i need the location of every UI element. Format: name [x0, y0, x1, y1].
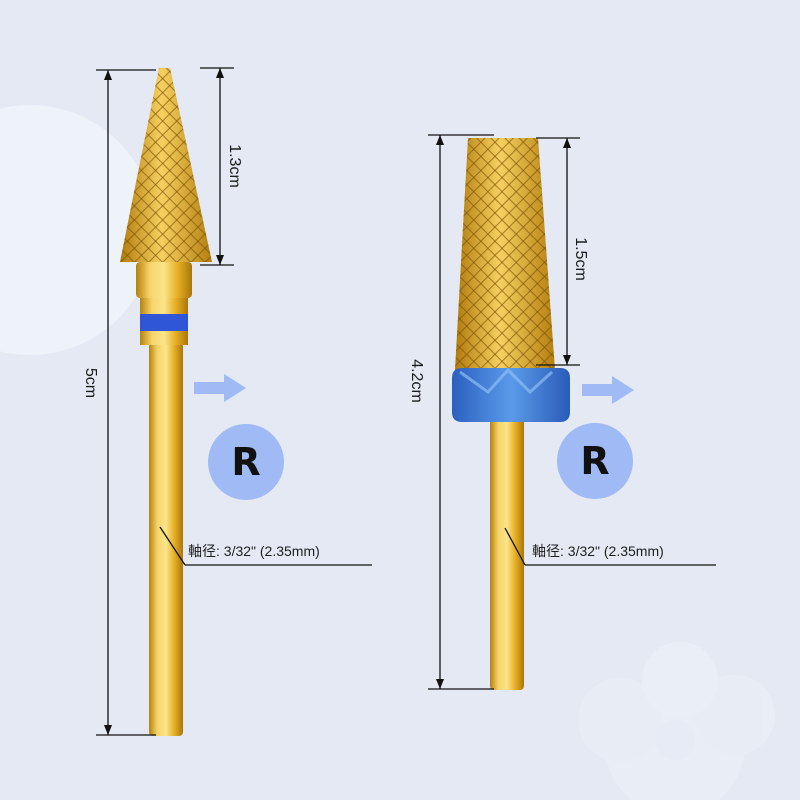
left-dimension-lines: [96, 67, 372, 736]
left-arrowheads: [104, 68, 224, 735]
right-rotation-badge: R: [557, 423, 633, 499]
left-shaft-diameter-label: 軸径: 3/32" (2.35mm): [188, 543, 320, 559]
left-total-length-label: 5cm: [82, 367, 99, 399]
right-drill-bit: [452, 138, 570, 690]
right-arrow-icon: [582, 376, 634, 404]
background-circle: [0, 105, 155, 355]
left-badge-text: R: [231, 440, 261, 484]
right-badge-text: R: [580, 439, 610, 483]
left-head-length-label: 1.3cm: [226, 144, 243, 188]
left-arrow-icon: [194, 374, 246, 402]
right-total-length-label: 4.2cm: [408, 359, 425, 403]
right-shaft-diameter-label: 軸径: 3/32" (2.35mm): [532, 543, 664, 559]
left-rotation-badge: R: [208, 424, 284, 500]
right-dimension-lines: [428, 134, 716, 690]
left-blue-band: [140, 314, 188, 331]
flower-watermark: [578, 642, 775, 800]
right-blue-collar: [452, 368, 570, 422]
right-head-length-label: 1.5cm: [572, 237, 589, 281]
right-arrowheads: [436, 135, 571, 689]
left-drill-bit: [120, 68, 212, 736]
